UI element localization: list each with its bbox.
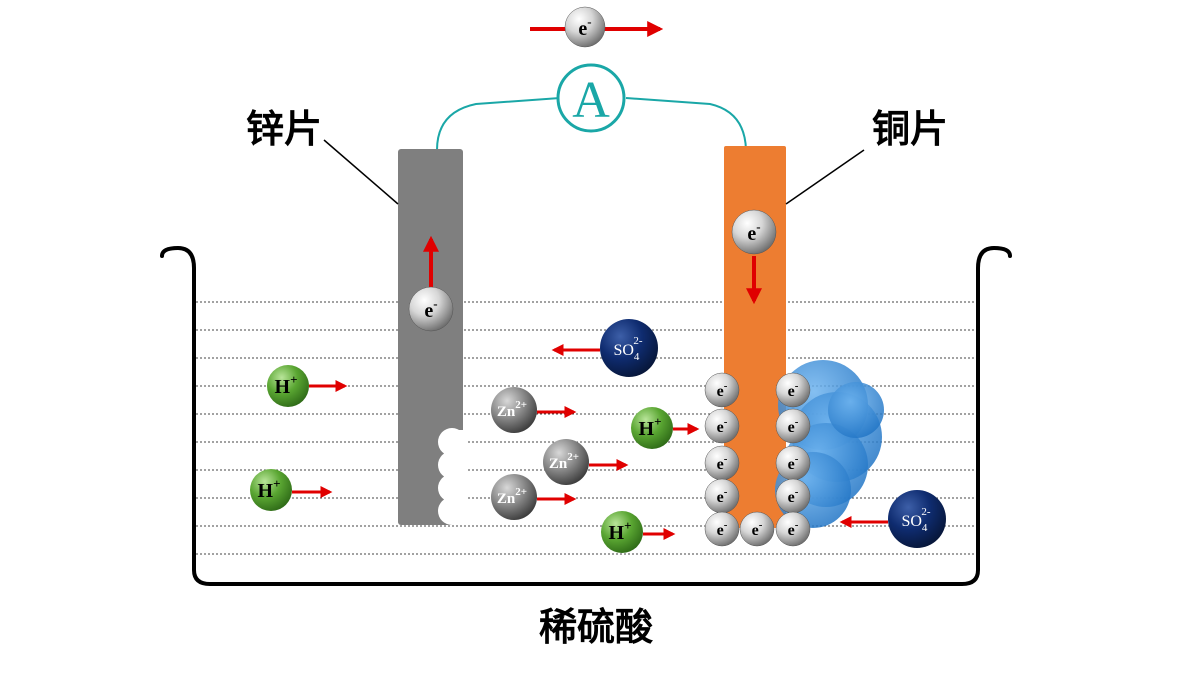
- svg-text:e-: e-: [717, 380, 728, 400]
- svg-text:SO42-: SO42-: [901, 506, 930, 534]
- svg-text:e-: e-: [788, 519, 799, 539]
- svg-text:e-: e-: [717, 416, 728, 436]
- copper-electron: e-: [731, 209, 777, 255]
- hydrogen-ion: H+: [250, 469, 333, 511]
- surface-electron: e-: [775, 408, 811, 444]
- zinc-erosion: [438, 428, 466, 525]
- zinc-ion: Zn2+: [491, 387, 577, 433]
- zinc-electron-label: e-: [424, 296, 437, 322]
- beaker: [160, 245, 1012, 586]
- hydrogen-ion: H+: [601, 511, 676, 553]
- hydrogen-ions: H+ H+ H+ H+: [250, 365, 700, 553]
- surface-electron: e-: [775, 478, 811, 514]
- copper-label: 铜片: [872, 107, 948, 151]
- svg-text:e-: e-: [788, 416, 799, 436]
- ammeter: A: [556, 63, 626, 133]
- hydrogen-ion: H+: [267, 365, 348, 407]
- svg-text:e-: e-: [717, 486, 728, 506]
- surface-electron: e-: [704, 511, 740, 547]
- zinc-ion: Zn2+: [491, 474, 577, 520]
- svg-text:SO42-: SO42-: [613, 335, 642, 363]
- svg-text:H+: H+: [275, 372, 298, 398]
- surface-electron: e-: [739, 511, 775, 547]
- ammeter-label: A: [572, 72, 610, 129]
- surface-electron: e-: [775, 511, 811, 547]
- zinc-label: 锌片: [246, 107, 322, 151]
- svg-text:H+: H+: [639, 414, 662, 440]
- svg-text:e-: e-: [788, 486, 799, 506]
- zinc-ion: Zn2+: [543, 439, 629, 485]
- surface-electron: e-: [704, 478, 740, 514]
- zinc-electron: e-: [408, 286, 454, 332]
- svg-text:Zn2+: Zn2+: [497, 399, 527, 420]
- zinc-label-leader: [323, 139, 399, 205]
- ammeter-circle: [556, 63, 626, 133]
- zinc-ions: Zn2+ Zn2+ Zn2+: [491, 387, 629, 520]
- surface-electron: e-: [704, 445, 740, 481]
- surface-electron: e-: [775, 372, 811, 408]
- svg-text:e-: e-: [717, 453, 728, 473]
- sulfate-ions: SO42- SO42-: [551, 319, 946, 548]
- sulfate-ion: SO42-: [551, 319, 658, 377]
- sulfate-ion: SO42-: [839, 490, 946, 548]
- surface-electron: e-: [775, 445, 811, 481]
- copper-label-leader: [785, 149, 865, 205]
- svg-text:Zn2+: Zn2+: [549, 451, 579, 472]
- wire: [436, 97, 747, 151]
- svg-text:e-: e-: [788, 453, 799, 473]
- svg-text:e-: e-: [752, 519, 763, 539]
- svg-text:H+: H+: [609, 518, 632, 544]
- svg-text:Zn2+: Zn2+: [497, 486, 527, 507]
- surface-electron: e-: [704, 408, 740, 444]
- hydrogen-ion: H+: [631, 407, 700, 449]
- svg-text:e-: e-: [717, 519, 728, 539]
- surface-electron: e-: [704, 372, 740, 408]
- wire-electron-label: e-: [578, 14, 591, 40]
- svg-text:H+: H+: [258, 476, 281, 502]
- svg-text:e-: e-: [788, 380, 799, 400]
- copper-surface-electrons: e- e- e- e- e- e- e- e- e- e- e-: [704, 372, 811, 547]
- acid-label: 稀硫酸: [539, 605, 654, 649]
- wire-electron: e-: [564, 6, 606, 48]
- copper-electron-label: e-: [747, 219, 760, 245]
